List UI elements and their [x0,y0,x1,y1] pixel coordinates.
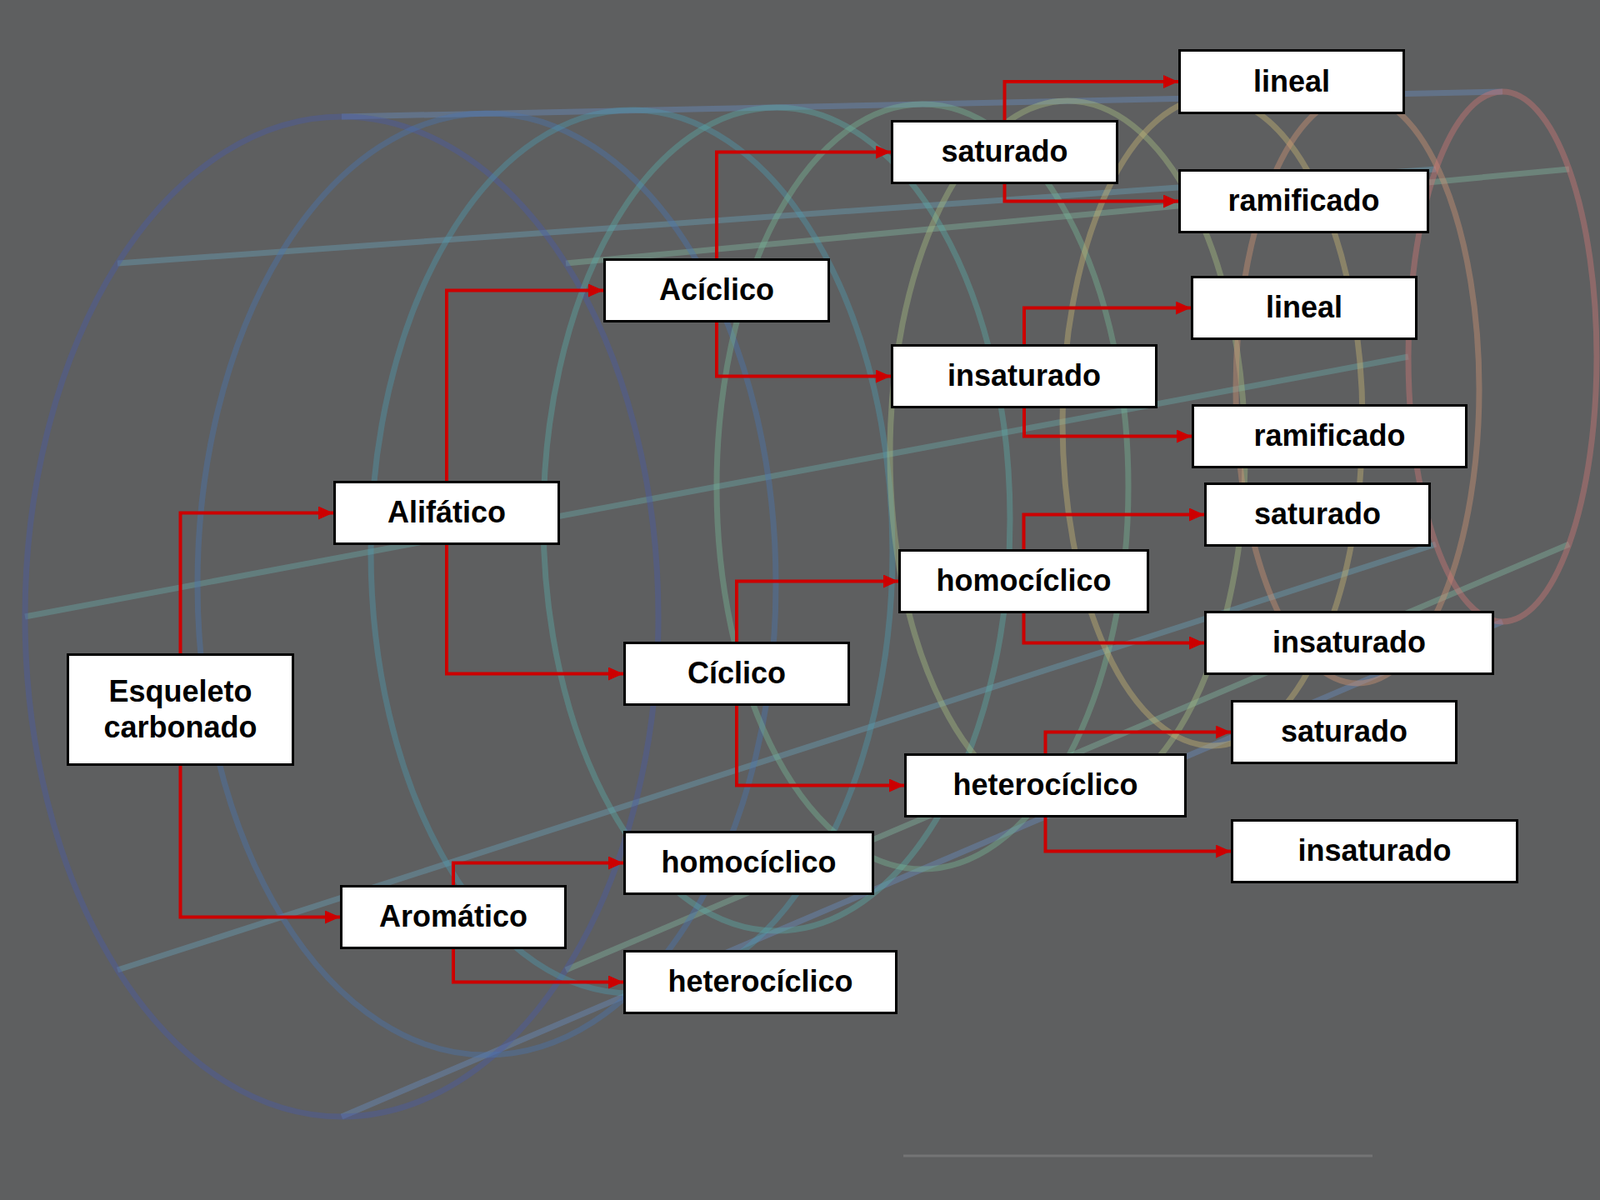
box-label: Cíclico [687,655,786,691]
box-label: homocíclico [660,845,836,880]
nanotube-ring [197,113,776,1055]
category-box: heterocíclico [904,753,1187,818]
branch-arrow [1005,81,1180,120]
box-label: ramificado [1227,183,1380,219]
branch-arrow [180,513,335,655]
category-box: saturado [1230,700,1458,765]
box-label: heterocíclico [667,964,853,1000]
branch-arrow [1005,184,1180,202]
box-label: Acíclico [659,272,775,308]
faint-rule [903,1155,1373,1158]
branch-arrow [180,765,341,918]
box-label: heterocíclico [952,767,1138,803]
branch-arrow [1024,308,1191,345]
box-label: ramificado [1253,418,1405,454]
branch-arrow [716,322,891,377]
branch-arrow [446,545,624,675]
box-label: saturado [1254,496,1381,532]
category-box: Acíclico [603,258,830,323]
box-label: saturado [940,134,1068,170]
box-label: insaturado [947,358,1101,394]
nanotube-ring [370,110,893,994]
category-box: Alifático [333,480,560,545]
branch-arrow [736,581,899,643]
box-label: homocíclico [935,563,1111,599]
branch-arrow [446,290,604,482]
category-box: saturado [890,120,1119,185]
category-box: ramificado [1178,169,1430,234]
branch-arrow [716,152,891,260]
box-label: Aromático [379,899,528,935]
box-label: insaturado [1272,625,1426,660]
box-label: Alifático [387,495,506,530]
category-box: lineal [1190,275,1418,340]
category-box: saturado [1204,482,1431,547]
category-box: homocíclico [623,830,875,895]
nanotube-ring [25,116,659,1117]
category-box: insaturado [1204,610,1495,675]
category-box: Cíclico [623,641,850,706]
category-box: Aromático [340,885,567,950]
category-box: insaturado [890,344,1158,409]
box-label: Esqueleto carbonado [77,674,284,745]
branch-arrow [453,949,624,983]
box-label: lineal [1253,64,1330,100]
box-label: saturado [1280,714,1408,750]
category-box: heterocíclico [623,950,898,1015]
category-box: ramificado [1191,404,1468,469]
branch-arrow [1024,515,1205,550]
category-box: insaturado [1230,819,1519,884]
branch-arrow [1024,408,1192,437]
category-box: homocíclico [898,549,1150,614]
branch-arrow [1045,732,1232,755]
branch-arrow [1045,817,1232,852]
nanotube-wall [565,544,1570,970]
branch-arrow [453,863,624,886]
category-box: Esqueleto carbonado [66,653,295,766]
branch-arrow [736,705,905,786]
box-label: lineal [1265,290,1343,325]
branch-arrow [1024,613,1205,644]
category-box: lineal [1178,49,1405,115]
nanotube-ring [1408,91,1597,622]
box-label: insaturado [1297,833,1451,869]
